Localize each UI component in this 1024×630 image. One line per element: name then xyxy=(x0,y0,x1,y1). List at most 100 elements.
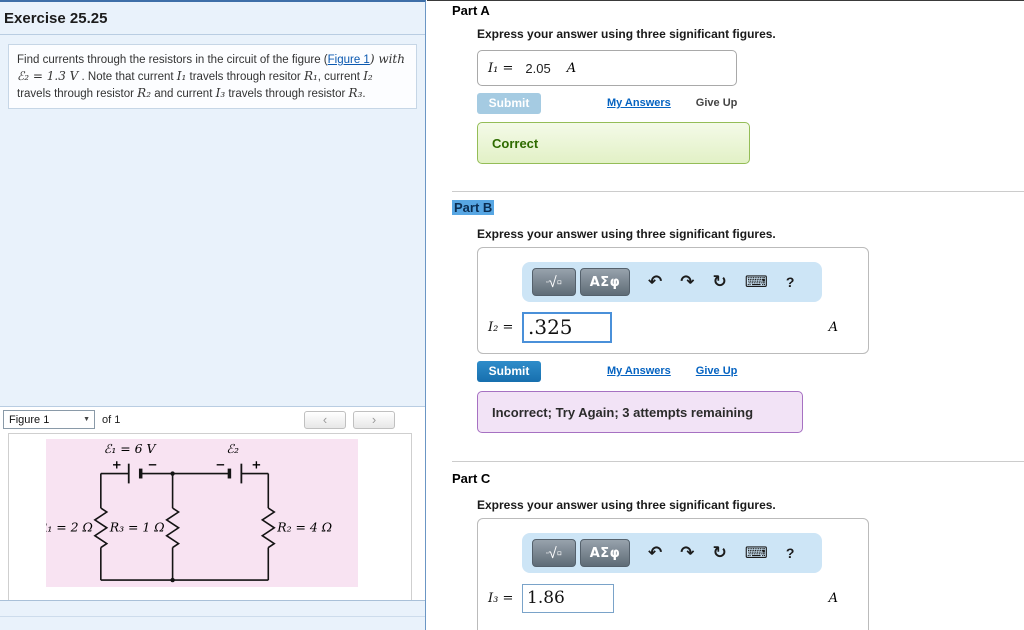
keyboard-icon[interactable]: ⌨ xyxy=(744,543,768,562)
part-a-answer-value: 2.05 xyxy=(525,60,551,76)
divider xyxy=(452,461,1024,462)
part-b-my-answers-link[interactable]: My Answers xyxy=(607,365,671,377)
circuit-figure: ℰ₁ = 6 V ℰ₂ + − − + R₁ = 2 Ω R₃ = 1 Ω R₂… xyxy=(46,439,358,587)
part-b-answer-input[interactable] xyxy=(522,311,612,343)
part-a-give-up-label: Give Up xyxy=(695,97,738,109)
part-b-instruction: Express your answer using three signific… xyxy=(477,227,776,241)
junction-dot xyxy=(170,577,175,583)
problem-text-segment: travels through resitor xyxy=(186,71,304,84)
r1-label: R₁ = 2 Ω xyxy=(46,520,93,535)
reset-icon[interactable]: ↻ xyxy=(712,542,727,563)
sqrt-template-icon: ▫ xyxy=(545,549,549,557)
part-c-answer-box: ▫√▫ ΑΣφ ↶ ↷ ↻ ⌨ ? I₃ = A xyxy=(477,518,869,630)
part-c-header: Part C xyxy=(452,471,491,486)
part-c-answer-label: I₃ = xyxy=(488,590,514,606)
junction-dot xyxy=(170,471,175,476)
figure-dropdown[interactable]: Figure 1 ▼ xyxy=(3,410,95,429)
part-b-unit-label: A xyxy=(828,319,838,335)
problem-text-segment: travels through resistor xyxy=(225,88,349,101)
exercise-panel: Exercise 25.25 Find currents through the… xyxy=(0,0,426,630)
part-b-give-up-link[interactable]: Give Up xyxy=(695,365,738,377)
figure-prev-button[interactable]: ‹ xyxy=(304,410,346,429)
current-i1-text: I₁ xyxy=(176,69,187,84)
part-b-header-highlight: Part B xyxy=(452,200,495,215)
circuit-diagram: ℰ₁ = 6 V ℰ₂ + − − + R₁ = 2 Ω R₃ = 1 Ω R₂… xyxy=(46,441,332,583)
undo-icon[interactable]: ↶ xyxy=(648,271,663,292)
part-a-section: Part A Express your answer using three s… xyxy=(427,1,1024,191)
part-a-feedback-correct: Correct xyxy=(477,122,750,164)
part-c-answer-row: I₃ = A xyxy=(488,579,860,617)
redo-icon[interactable]: ↷ xyxy=(680,542,695,563)
part-a-instruction: Express your answer using three signific… xyxy=(477,27,776,41)
emf2-value-text: ℰ₂ = 1.3 V xyxy=(17,69,79,84)
resistor-r3-symbol xyxy=(165,507,181,549)
figure-next-button[interactable]: › xyxy=(353,410,395,429)
problem-text-segment: . xyxy=(362,88,366,101)
part-b-actions: Submit My Answers Give Up xyxy=(477,360,737,382)
problem-text-segment: , current xyxy=(317,71,364,84)
part-b-section: Part B Express your answer using three s… xyxy=(427,191,1024,461)
part-b-answer-box: ▫√▫ ΑΣφ ↶ ↷ ↻ ⌨ ? I₂ = A xyxy=(477,247,869,354)
part-b-submit-button[interactable]: Submit xyxy=(477,360,541,382)
problem-text-segment: and current xyxy=(151,88,216,101)
current-i2-text: I₂ xyxy=(363,69,373,84)
part-b-header: Part B xyxy=(452,200,495,215)
part-c-answer-input[interactable] xyxy=(522,583,614,613)
keyboard-icon[interactable]: ⌨ xyxy=(744,272,768,291)
part-a-answer-display: I₁ = 2.05 A xyxy=(477,50,737,86)
part-b-feedback-incorrect: Incorrect; Try Again; 3 attempts remaini… xyxy=(477,391,803,433)
problem-text-segment: . Note that current xyxy=(78,71,177,84)
undo-icon[interactable]: ↶ xyxy=(648,542,663,563)
panel-footer xyxy=(0,600,425,630)
part-a-header: Part A xyxy=(452,3,490,18)
part-a-submit-button[interactable]: Submit xyxy=(477,92,541,114)
emf2-label: ℰ₂ xyxy=(226,441,239,456)
battery2-plus-sign: + xyxy=(251,458,261,472)
greek-symbols-button[interactable]: ΑΣφ xyxy=(580,268,630,296)
figure-count-label: of 1 xyxy=(102,413,121,426)
problem-text: Find currents through the resistors in t… xyxy=(17,54,328,66)
help-icon[interactable]: ? xyxy=(785,545,795,561)
greek-symbols-button[interactable]: ΑΣφ xyxy=(580,539,630,567)
part-b-answer-label: I₂ = xyxy=(488,319,514,335)
redo-icon[interactable]: ↷ xyxy=(680,271,695,292)
resistor-r3-text: R₃ xyxy=(348,86,363,101)
reset-icon[interactable]: ↻ xyxy=(712,271,727,292)
part-b-answer-row: I₂ = A xyxy=(488,308,860,346)
figure-toolbar: Figure 1 ▼ of 1 ‹ › xyxy=(0,407,425,432)
equation-templates-button[interactable]: ▫√▫ xyxy=(532,539,576,567)
emf1-label: ℰ₁ = 6 V xyxy=(104,441,157,456)
part-a-actions: Submit My Answers Give Up xyxy=(477,92,737,114)
figure-nav: ‹ › xyxy=(304,410,395,429)
math-toolbar: ▫√▫ ΑΣφ ↶ ↷ ↻ ⌨ ? xyxy=(522,533,822,573)
battery1-plus-sign: + xyxy=(112,458,122,472)
part-c-section: Part C Express your answer using three s… xyxy=(427,461,1024,630)
figure-link[interactable]: Figure 1 xyxy=(327,54,370,66)
resistor-r1-text: R₁ xyxy=(303,69,318,84)
chevron-down-icon: ▼ xyxy=(83,416,90,423)
sqrt-template-icon: ▫ xyxy=(545,278,549,286)
divider xyxy=(452,191,1024,192)
problem-statement: Find currents through the resistors in t… xyxy=(8,44,417,110)
r2-label: R₂ = 4 Ω xyxy=(276,520,332,535)
equation-templates-button[interactable]: ▫√▫ xyxy=(532,268,576,296)
resistor-r1-symbol xyxy=(93,507,109,549)
part-c-instruction: Express your answer using three signific… xyxy=(477,498,776,512)
part-c-unit-label: A xyxy=(828,590,838,606)
math-toolbar: ▫√▫ ΑΣφ ↶ ↷ ↻ ⌨ ? xyxy=(522,262,822,302)
figure-section: Figure 1 ▼ of 1 ‹ › xyxy=(0,406,425,630)
resistor-r2-text: R₂ xyxy=(137,86,152,101)
current-i3-text: I₃ xyxy=(215,86,226,101)
answers-panel: Part A Express your answer using three s… xyxy=(427,0,1024,630)
problem-text-segment: travels through resistor xyxy=(17,88,138,101)
help-icon[interactable]: ? xyxy=(785,274,795,290)
part-a-my-answers-link[interactable]: My Answers xyxy=(607,97,671,109)
battery2-minus-sign: − xyxy=(215,458,225,472)
part-a-answer-label: I₁ = xyxy=(488,60,514,76)
exercise-title: Exercise 25.25 xyxy=(0,2,425,35)
battery1-minus-sign: − xyxy=(148,458,158,472)
r3-label: R₃ = 1 Ω xyxy=(109,520,165,535)
resistor-r2-symbol xyxy=(260,507,276,549)
figure-dropdown-value: Figure 1 xyxy=(9,413,50,426)
